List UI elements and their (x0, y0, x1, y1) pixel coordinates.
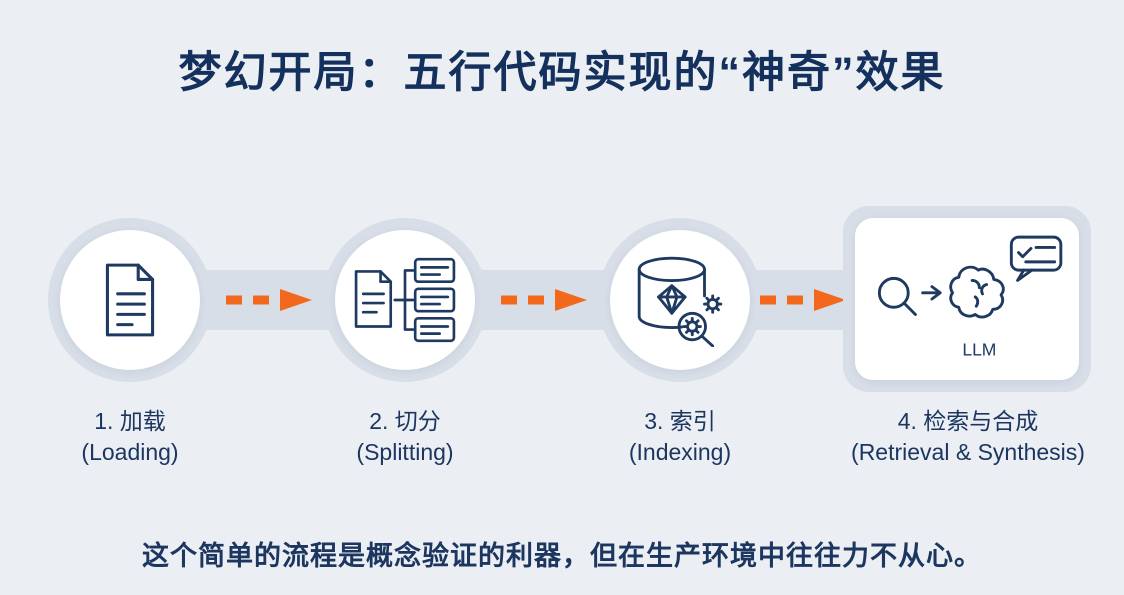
document-icon (105, 263, 155, 337)
page-title: 梦幻开局：五行代码实现的“神奇”效果 (178, 49, 946, 97)
llm-label: LLM (962, 340, 996, 360)
node-indexing-circle (610, 230, 750, 370)
step-label-cn: 3. 索引 (644, 408, 716, 434)
step-label-loading: 1. 加载 (Loading) (0, 406, 280, 468)
node-indexing (598, 218, 762, 382)
step-label-en: (Splitting) (356, 439, 454, 465)
step-label-en: (Indexing) (628, 439, 732, 465)
flow-arrow-icon (760, 289, 846, 311)
step-label-cn: 4. 检索与合成 (897, 408, 1039, 434)
flow-arrow-icon (226, 289, 312, 311)
node-splitting-circle (335, 230, 475, 370)
retrieval-synthesis-icon: LLM (877, 235, 1063, 360)
step-label-splitting: 2. 切分 (Splitting) (255, 406, 555, 468)
flow-arrow-icon (501, 289, 587, 311)
step-label-en: (Loading) (81, 439, 179, 465)
step-label-cn: 2. 切分 (369, 408, 441, 434)
node-loading-circle (60, 230, 200, 370)
split-document-icon (354, 257, 456, 343)
node-splitting (323, 218, 487, 382)
database-index-icon (637, 256, 723, 347)
node-retrieval-synthesis-card: LLM (855, 218, 1079, 380)
step-label-en: (Retrieval & Synthesis) (851, 439, 1085, 465)
footer-caption: 这个简单的流程是概念验证的利器，但在生产环境中往往力不从心。 (142, 541, 982, 571)
step-label-indexing: 3. 索引 (Indexing) (530, 406, 830, 468)
step-label-retrieval: 4. 检索与合成 (Retrieval & Synthesis) (818, 406, 1118, 468)
node-loading (48, 218, 212, 382)
node-retrieval-synthesis: LLM (843, 206, 1091, 392)
step-label-cn: 1. 加载 (94, 408, 166, 434)
